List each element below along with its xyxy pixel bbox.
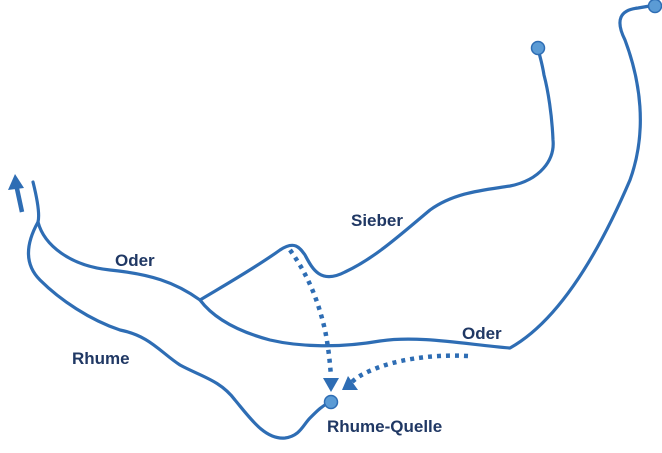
rhume-quelle-node [323,394,339,410]
oder-source-node [647,0,662,14]
rhume-river-path [26,220,332,440]
label-rhume: Rhume [72,349,130,368]
label-rhume-quelle: Rhume-Quelle [327,417,442,436]
label-sieber: Sieber [351,211,403,230]
seepage-arrowhead-right [342,376,358,390]
seepage-arrowhead-left [323,378,339,392]
oder-river-path [31,3,658,350]
label-oder-right: Oder [462,324,502,343]
oder-seepage-flow [350,353,469,384]
sieber-source-node [530,40,546,56]
arrow-up-icon [8,174,24,190]
sieber-seepage-flow [288,248,334,377]
sieber-river-path [198,46,555,302]
label-oder-upper: Oder [115,251,155,270]
